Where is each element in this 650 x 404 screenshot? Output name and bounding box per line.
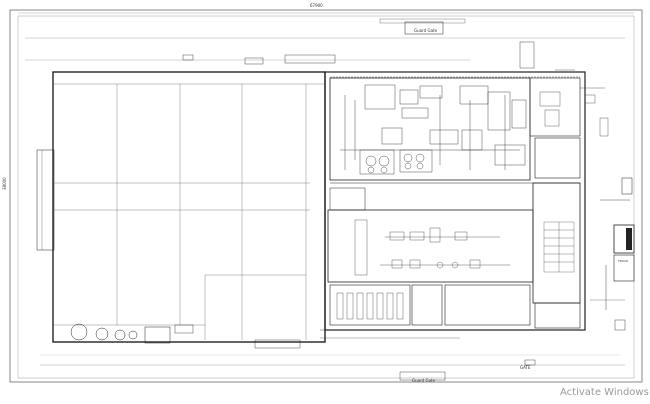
right-gate bbox=[614, 319, 626, 331]
truck-bay-label: TRUCK bbox=[618, 259, 629, 263]
pump-house bbox=[144, 326, 171, 344]
storage-tank bbox=[95, 327, 109, 341]
utility-room bbox=[529, 77, 581, 137]
warehouse-grid bbox=[53, 83, 325, 340]
admin-wing bbox=[532, 182, 581, 304]
truck-bay-fill bbox=[626, 228, 632, 250]
top-feature bbox=[519, 41, 535, 69]
site-boundary bbox=[9, 9, 643, 383]
process-equipment bbox=[340, 84, 527, 170]
bottom-mark-label: GATE bbox=[520, 365, 531, 370]
top-dimension-label: 67900 bbox=[310, 3, 323, 8]
wc-room bbox=[411, 284, 443, 326]
security-post bbox=[621, 177, 633, 195]
admin-annex bbox=[534, 302, 581, 329]
top-feature bbox=[244, 57, 264, 65]
top-feature bbox=[284, 54, 336, 64]
bottom-gate-label: Guard Gate bbox=[412, 378, 436, 383]
admin-seating bbox=[543, 221, 575, 273]
storage-tank bbox=[128, 330, 138, 340]
reactor-vessels bbox=[359, 149, 433, 175]
inner-boundary bbox=[17, 15, 635, 379]
utility-block bbox=[254, 339, 301, 349]
office-room bbox=[329, 187, 366, 211]
weighbridge bbox=[613, 254, 635, 282]
packaging-hall bbox=[327, 209, 534, 283]
packaging-line bbox=[354, 219, 510, 276]
guard-house-top bbox=[404, 21, 444, 35]
utility-block bbox=[174, 324, 194, 334]
storage-tank bbox=[114, 329, 126, 341]
top-feature bbox=[182, 54, 194, 61]
gate-canopy bbox=[379, 18, 466, 24]
activate-windows-watermark: Activate Windows bbox=[560, 387, 649, 398]
storage-racks bbox=[336, 292, 404, 320]
storage-tank bbox=[70, 323, 88, 341]
production-block-outline bbox=[324, 71, 586, 331]
truck-bay bbox=[613, 224, 635, 254]
west-wing bbox=[36, 149, 55, 251]
bottom-feature bbox=[524, 359, 536, 366]
lab-room bbox=[329, 284, 411, 326]
qc-room bbox=[444, 284, 531, 326]
left-dimension-label: 38000 bbox=[2, 177, 7, 190]
utility-equipment bbox=[539, 69, 609, 137]
utility-room bbox=[534, 137, 581, 179]
top-gate-label: Guard Gate bbox=[414, 28, 438, 33]
bottom-gate-house bbox=[399, 371, 446, 381]
main-warehouse-outline bbox=[52, 71, 326, 343]
